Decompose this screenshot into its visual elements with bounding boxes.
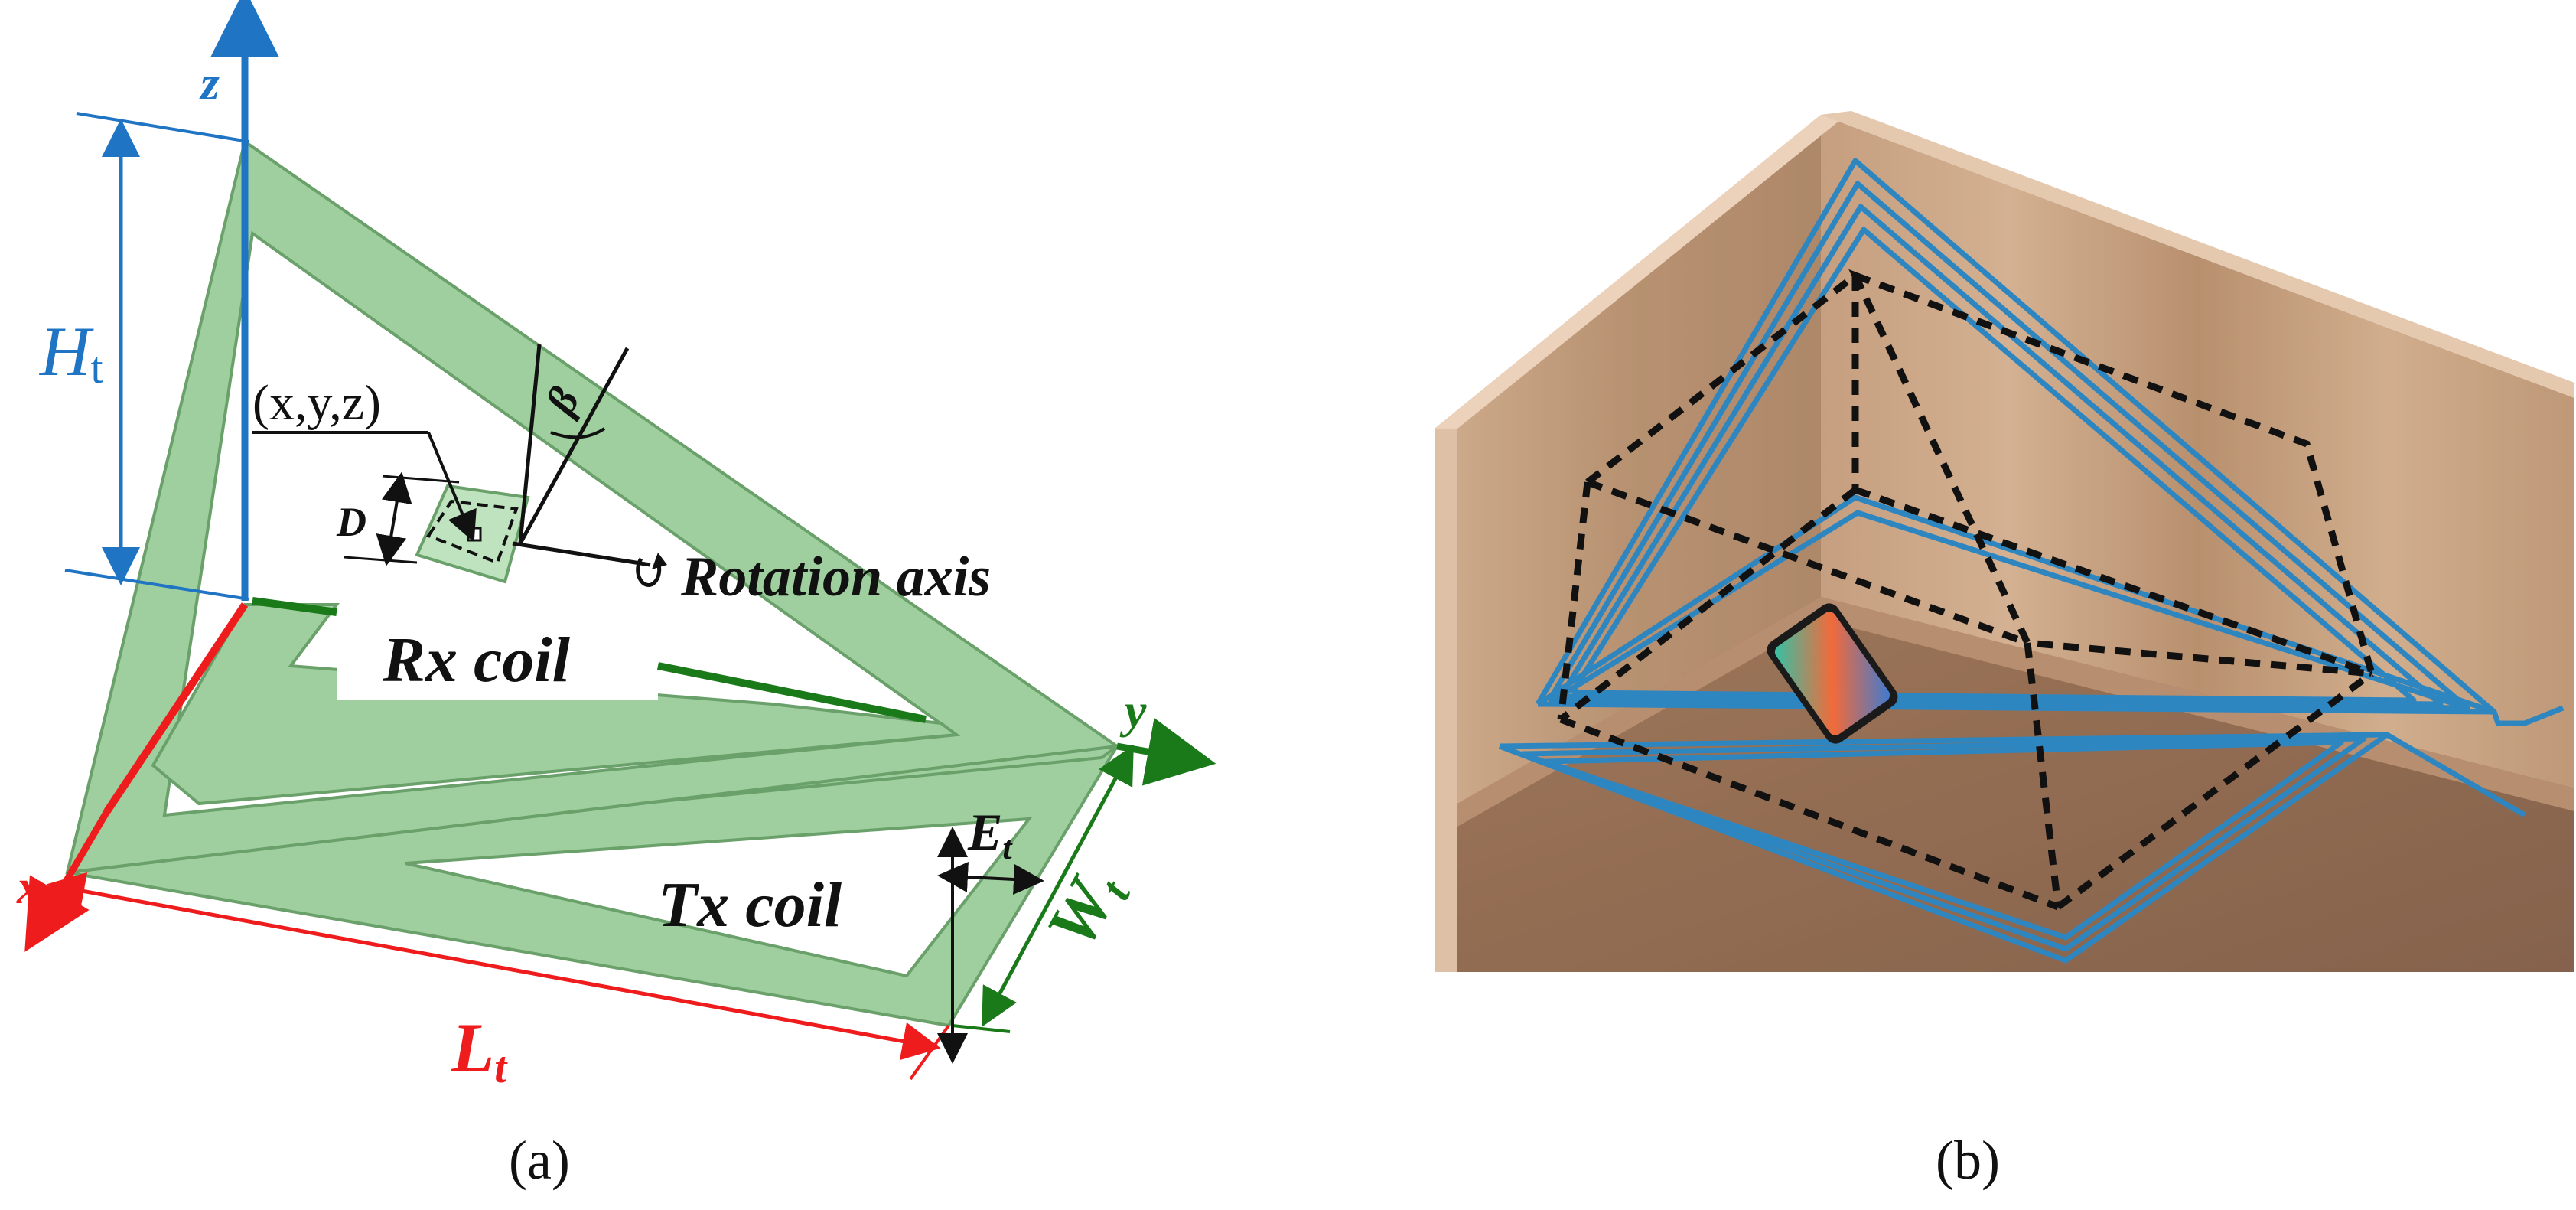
panel-a: z x y Ht Lt Wt Et D β (x,y,z) Rotation a… <box>16 0 1216 1191</box>
d-dimension <box>376 471 412 566</box>
panel-b: (b) <box>1435 107 2576 1191</box>
d-label: D <box>336 499 366 545</box>
rx-coil-wires <box>1535 158 2565 726</box>
tx-coil-wires <box>1498 732 2526 964</box>
rx-coil-floor <box>151 603 961 806</box>
ht-label: Ht <box>39 312 103 393</box>
cabinet-shelf <box>1457 597 2574 972</box>
et-label: Et <box>967 803 1013 866</box>
position-label: (x,y,z) <box>252 375 381 431</box>
beta-line-2 <box>518 347 630 545</box>
rotation-axis-label: Rotation axis <box>680 546 991 608</box>
rotation-arrow-icon <box>636 553 667 587</box>
ht-tick-top <box>76 112 249 143</box>
rx-coil <box>65 139 1122 875</box>
beta-arc <box>550 427 606 439</box>
ht-tick-bottom <box>64 569 249 601</box>
y-axis <box>1116 717 1216 786</box>
x-axis-label: x <box>16 859 41 914</box>
small-rx-coil-dash <box>425 499 519 565</box>
lt-dimension <box>46 872 941 1061</box>
rx-edge-green-2 <box>657 662 927 723</box>
rx-edge-green <box>252 597 337 616</box>
tx-coil-label: Tx coil <box>658 869 842 941</box>
lt-tick-right <box>909 1024 950 1081</box>
rotation-axis-line <box>512 541 651 567</box>
caption-a: (a) <box>509 1130 570 1191</box>
rx-label-bg <box>337 616 658 700</box>
smartphone-icon <box>1767 603 1898 744</box>
caption-b: (b) <box>1936 1130 2000 1191</box>
dashed-volume <box>1557 269 2377 911</box>
cabinet-top-edge-left <box>1435 111 1851 429</box>
rx-edge-red <box>103 602 249 814</box>
lt-label: Lt <box>451 1009 508 1092</box>
z-axis-label: z <box>199 56 220 110</box>
cabinet-front-post <box>1435 429 1457 972</box>
beta-line-1 <box>518 344 542 544</box>
wt-dimension <box>982 744 1134 1028</box>
position-point <box>467 527 482 542</box>
cabinet-shelf-edge <box>1457 597 2574 827</box>
d-tick-bottom <box>344 556 418 564</box>
y-axis-label: y <box>1119 683 1147 738</box>
cabinet-top-edge-right <box>1821 111 2574 398</box>
wt-label: Wt <box>1031 856 1141 962</box>
wt-tick-bottom <box>952 1024 1011 1033</box>
rx-coil-label: Rx coil <box>382 625 571 696</box>
